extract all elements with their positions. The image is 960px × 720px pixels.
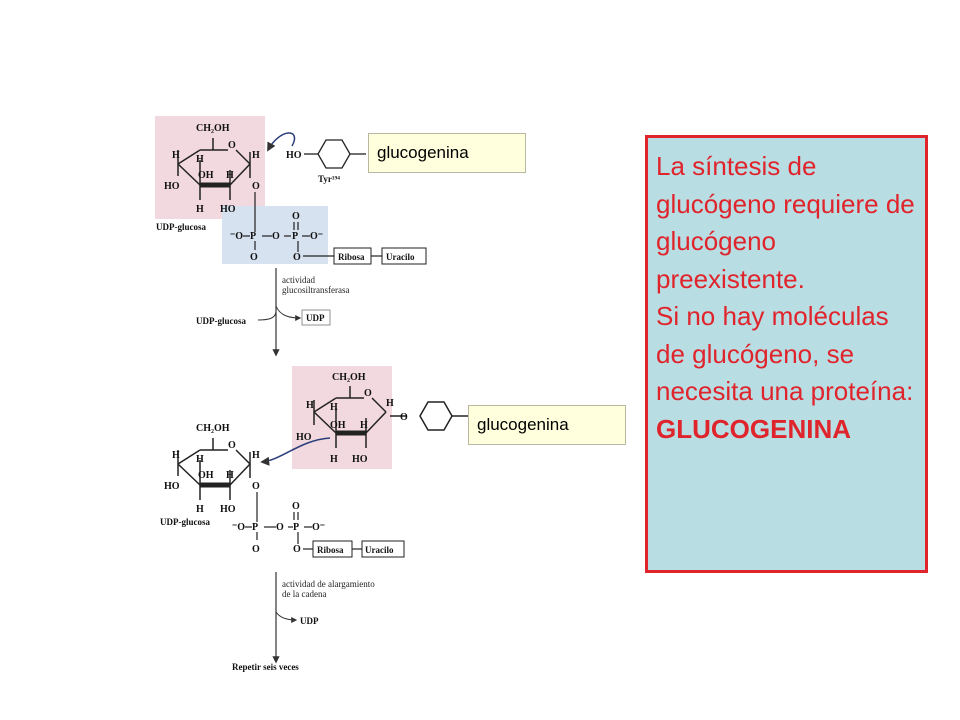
bottom-o-anomeric: O [252,481,260,492]
top-h-4: H [226,170,234,181]
bottom-primed-h-1: H [306,400,314,411]
bottom-primed-h-3: H [386,398,394,409]
top-ring-oxygen: O [228,140,236,151]
bottom-primed-ho-2: HO [352,454,368,465]
bottom-o-minus-1: ⁻O [232,522,245,533]
top-udp-highlight [222,206,328,264]
top-oh: OH [198,170,214,181]
bottom-primed-h-4: H [360,420,368,431]
top-udp-box [301,309,331,326]
top-udp-glucose-label: UDP-glucosa [156,222,206,232]
top-phosphate-bonds [243,192,382,257]
tyr-label: Tyr¹⁹⁴ [318,174,340,184]
bottom-ring-o: O [228,440,236,451]
bottom-primed-ho: HO [296,432,312,443]
top-uracil-box [381,247,427,265]
top-ho-left: HO [164,181,180,192]
top-o-lower-2: O [293,252,301,263]
info-line-2: Si no hay moléculas de glucógeno, se nec… [656,301,914,406]
top-o-anomeric: O [252,181,260,192]
bottom-enzyme-label-1: actividad de alargamiento [282,579,375,589]
bottom-phosphate-bonds [245,492,362,550]
top-p-1: P [250,231,256,242]
bottom-udp-glucose-label: UDP-glucosa [160,517,210,527]
bottom-side-arrow-out [275,611,298,623]
bottom-primed-ch2oh: CH₂OH [332,372,366,383]
bottom-p-1: P [252,522,258,533]
top-p-2: P [292,231,298,242]
bottom-incoming-glucose-ring [177,438,251,500]
bottom-primed-h-2: H [330,402,338,413]
top-h-5: H [196,204,204,215]
bottom-primed-o-link: O [400,412,408,423]
top-o-minus-2: O⁻ [310,231,323,242]
top-glucose-ring [177,138,251,200]
info-emphasis: GLUCOGENINA [656,413,851,444]
top-side-arrow-out [275,305,302,321]
info-line-1: La síntesis de glucógeno requiere de glu… [656,151,915,294]
bottom-enzyme-label-2: de la cadena [282,589,326,599]
info-box: La síntesis de glucógeno requiere de glu… [645,135,928,573]
top-ch2oh: CH₂OH [196,123,230,134]
bottom-h-1: H [172,450,180,461]
glucogenina-label-top-text: glucogenina [377,143,469,162]
top-ho-bottom: HO [220,204,236,215]
bottom-attack-arrow [260,437,331,466]
bottom-primed-ring-o: O [364,388,372,399]
bottom-primed-oh: OH [330,420,346,431]
bottom-ribose-box [312,540,353,558]
glucogenina-label-bottom-text: glucogenina [477,415,569,434]
bottom-h-3: H [252,450,260,461]
top-udp-out: UDP [306,313,325,323]
top-uracil-label: Uracilo [386,252,415,262]
top-enzyme-label-1: actividad [282,275,315,285]
glucogenina-label-bottom: glucogenina [468,405,626,445]
bottom-o-lower-2: O [293,544,301,555]
top-o-lower-1: O [250,252,258,263]
bottom-p-2: P [293,522,299,533]
bottom-primed-h-5: H [330,454,338,465]
bottom-h-4: H [226,470,234,481]
bottom-o-bridge: O [276,522,284,533]
top-udp-glucose-in: UDP-glucosa [196,316,246,326]
bottom-ch2oh: CH₂OH [196,423,230,434]
bottom-ribose-label: Ribosa [317,545,344,555]
top-o-bridge: O [272,231,280,242]
bottom-o-double: O [292,501,300,512]
bottom-h-2: H [196,454,204,465]
top-attack-arrow [267,132,296,152]
tyr-ho: HO [286,150,302,161]
top-ribose-label: Ribosa [338,252,365,262]
top-enzyme-label-2: glucosiltransferasa [282,285,349,295]
bottom-udp-out: UDP [300,616,319,626]
glucogenina-label-top: glucogenina [368,133,526,173]
top-ribose-box [333,247,372,265]
top-o-double: O [292,211,300,222]
tyrosine-ring [304,139,366,169]
bottom-uracil-label: Uracilo [365,545,394,555]
bottom-repeat-label: Repetir seis veces [232,662,299,672]
bottom-ho-bottom: HO [220,504,236,515]
bottom-glucose-highlight [292,366,392,469]
bottom-h-5: H [196,504,204,515]
top-side-arrow-in [257,311,277,321]
bottom-o-minus-2: O⁻ [312,522,325,533]
bottom-uracil-box [361,540,405,558]
top-h-2: H [196,154,204,165]
bottom-oh: OH [198,470,214,481]
bottom-ho-left: HO [164,481,180,492]
bottom-primed-glucose-ring [313,386,468,448]
top-h-1: H [172,150,180,161]
top-h-3: H [252,150,260,161]
top-o-minus-1: ⁻O [230,231,243,242]
bottom-o-lower-1: O [252,544,260,555]
